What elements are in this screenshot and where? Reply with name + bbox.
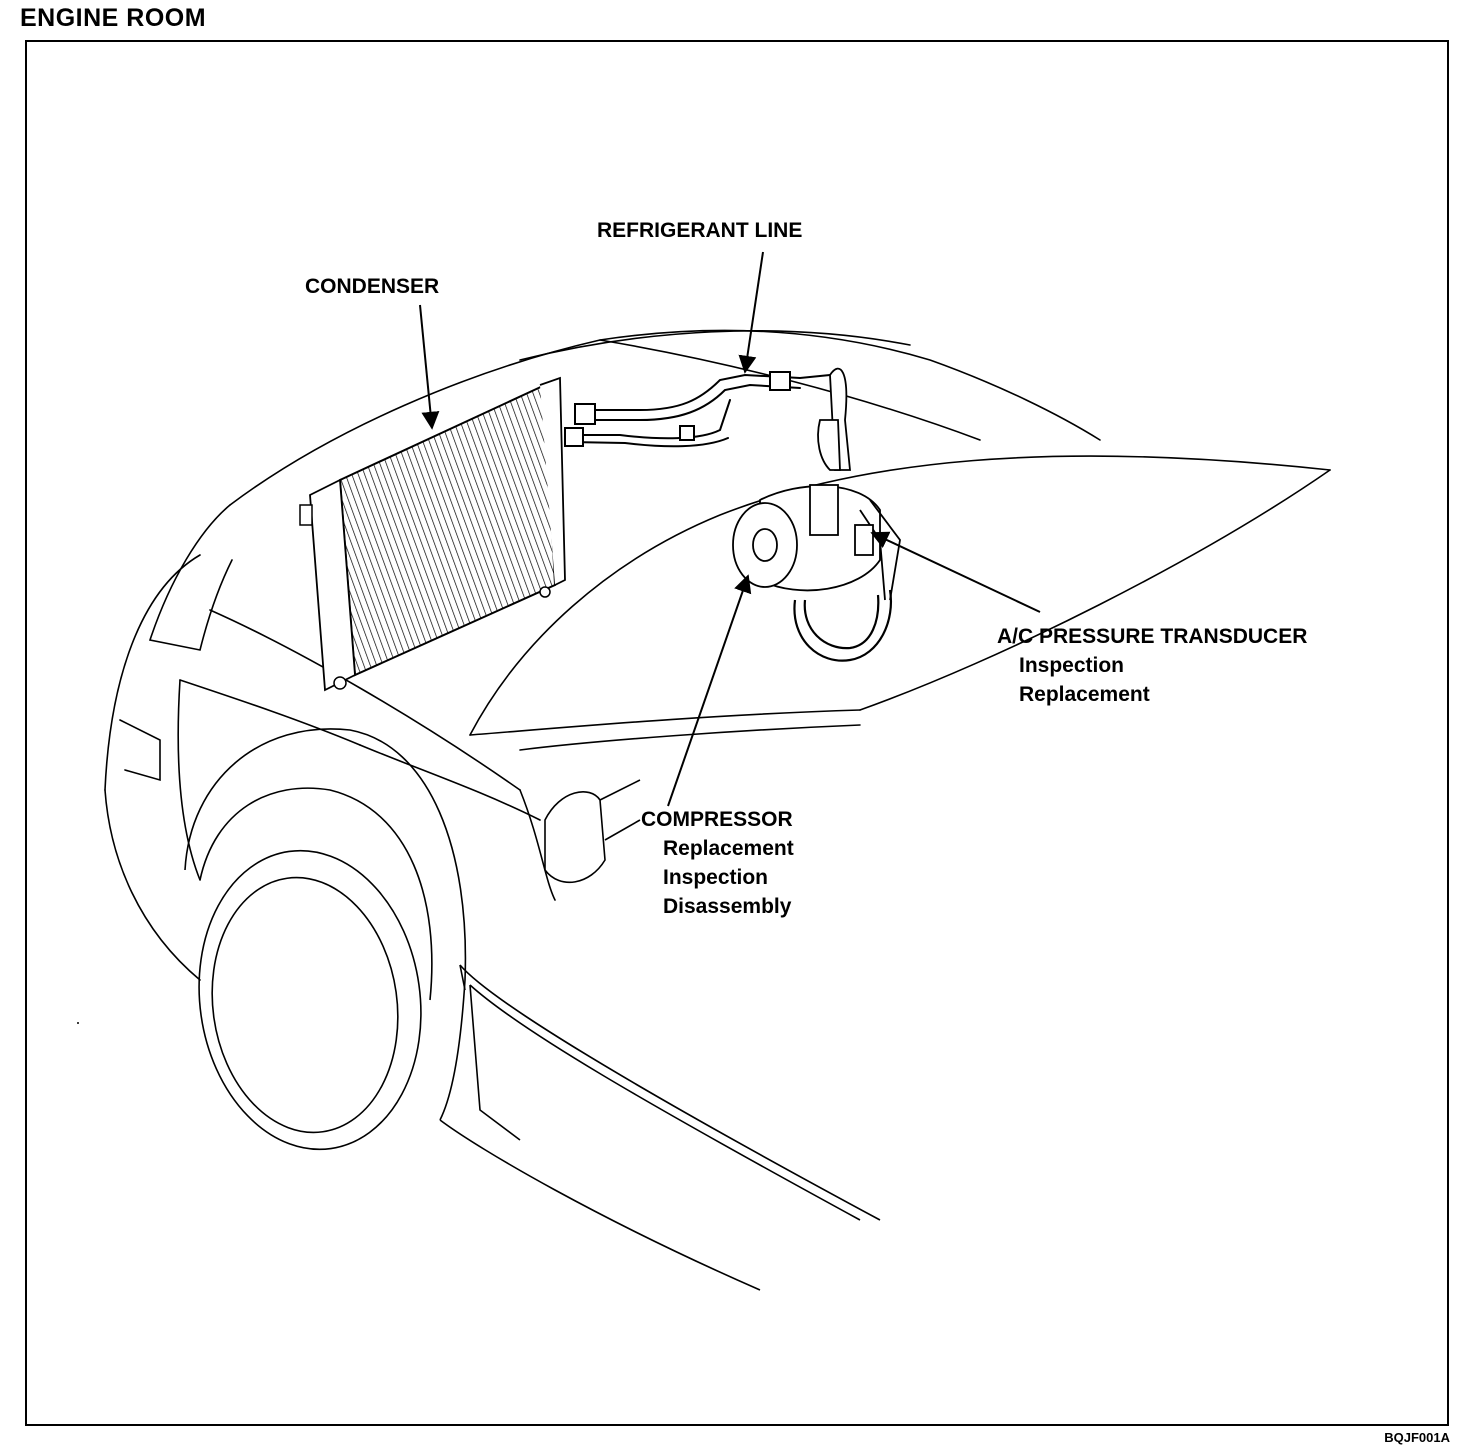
door-lines (439, 964, 881, 1291)
pressure-transducer-label: A/C PRESSURE TRANSDUCER Inspection Repla… (997, 622, 1307, 709)
compressor-assembly (732, 367, 901, 662)
side-mirror (544, 779, 641, 884)
compressor-item: Disassembly (663, 895, 792, 918)
leader-arrows (419, 251, 1041, 807)
condenser-arrow (419, 304, 440, 430)
pressure-transducer-item: Replacement (1019, 683, 1150, 706)
compressor-arrow (667, 574, 752, 807)
pressure-transducer-item: Inspection (1019, 654, 1125, 677)
condenser-unit (299, 376, 566, 692)
compressor-title: COMPRESSOR (641, 808, 793, 831)
figure-id: BQJF001A (1384, 1430, 1450, 1445)
pressure-transducer-title: A/C PRESSURE TRANSDUCER (997, 625, 1308, 648)
refrigerant-line-arrow (738, 251, 764, 374)
refrigerant-line-label: REFRIGERANT LINE (597, 219, 803, 242)
compressor-item: Inspection (663, 866, 769, 889)
compressor-item: Replacement (663, 837, 794, 860)
compressor-label: COMPRESSOR Replacement Inspection Disass… (641, 805, 794, 921)
diagram-frame (25, 40, 1449, 1426)
car-body-outline (104, 329, 1331, 981)
front-wheel (184, 728, 467, 1151)
section-title: ENGINE ROOM (20, 4, 207, 32)
pressure-transducer-arrow (870, 531, 1041, 613)
condenser-label: CONDENSER (305, 275, 440, 298)
refrigerant-lines (564, 371, 831, 448)
